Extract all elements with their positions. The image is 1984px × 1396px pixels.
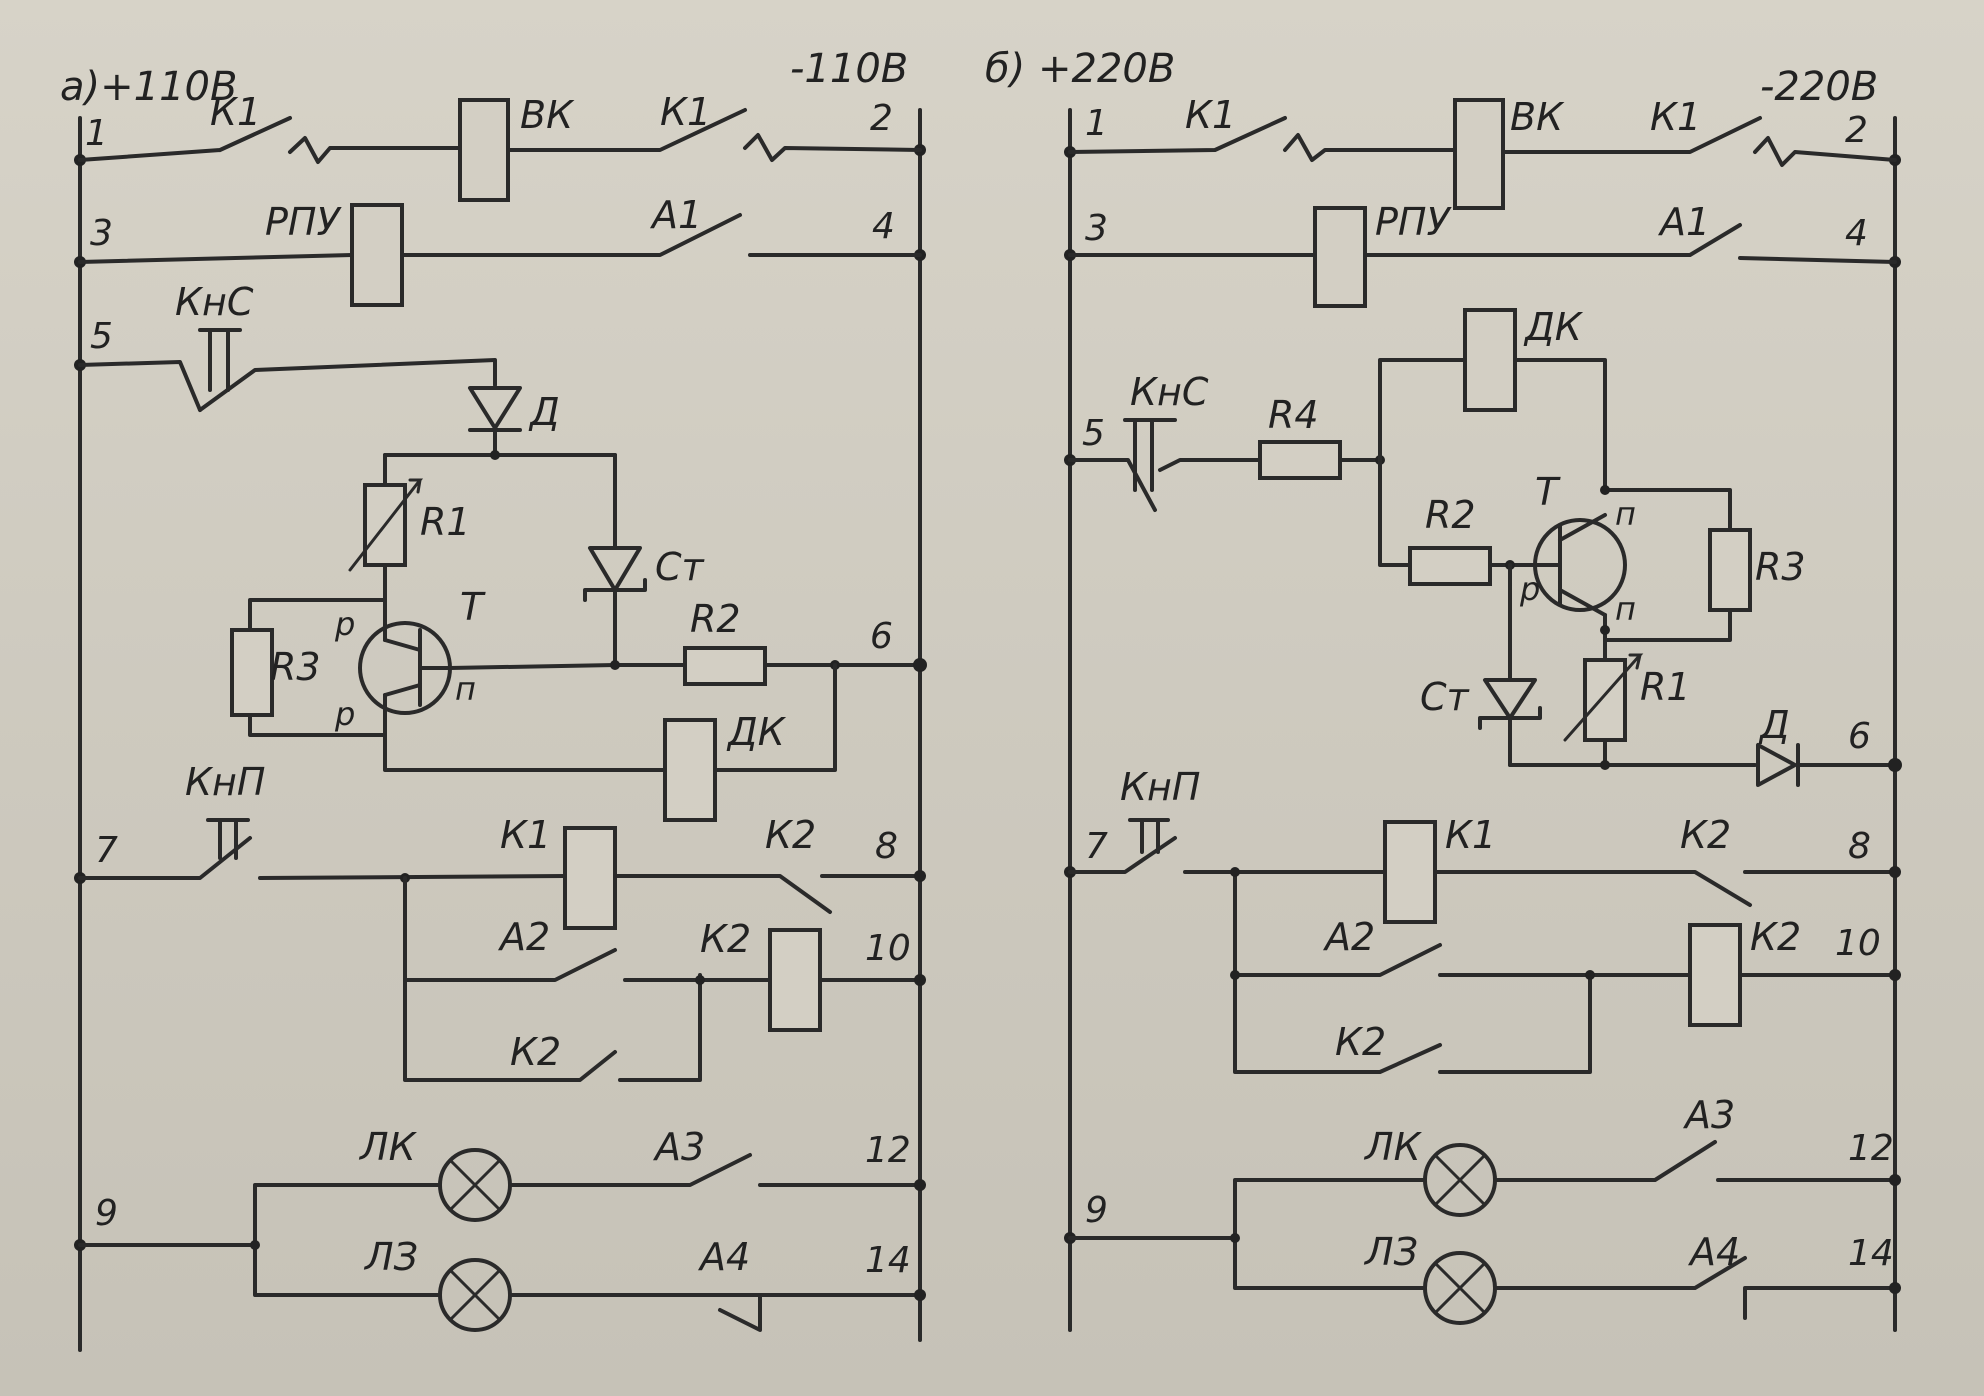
- label: R3: [270, 645, 321, 689]
- node-number: 6: [870, 616, 893, 657]
- panel-a-row-7: КнП 7 К1 К2 8 А2 К2 К2 10: [74, 760, 926, 1082]
- node-number: 4: [1845, 213, 1868, 254]
- label: А1: [1657, 200, 1710, 244]
- node-number: 1: [85, 113, 108, 154]
- node-number: 6: [1848, 716, 1871, 757]
- label: РПУ: [265, 200, 342, 244]
- label: К1: [500, 813, 551, 857]
- label: R1: [1640, 665, 1691, 709]
- label: КнП: [185, 760, 265, 804]
- label: К1: [1650, 95, 1701, 139]
- panel-a-title: а)+110В: [60, 64, 237, 110]
- panel-b: б) +220В -220В К1 ВК К1 1 2 РПУ А1 3: [985, 46, 1902, 1332]
- label: ВК: [520, 93, 575, 137]
- node-number: 10: [1835, 923, 1881, 964]
- label: р: [334, 605, 355, 643]
- panel-a-row-9-lamps: ЛК А3 ЛЗ А4 9 12 14: [74, 1125, 926, 1332]
- node-number: 7: [1085, 826, 1108, 867]
- label: Д: [528, 390, 560, 434]
- panel-a-row-1: К1 ВК К1 1 2: [74, 90, 926, 202]
- label: А2: [1322, 915, 1375, 959]
- label: п: [1615, 495, 1636, 533]
- label: п: [455, 670, 476, 708]
- panel-a-row-5-regulator: КнС 5 Д R1 Ст Т р р п: [74, 280, 927, 822]
- label: п: [1615, 590, 1636, 628]
- node-number: 8: [1848, 826, 1871, 867]
- label: А3: [652, 1125, 705, 1169]
- label: р: [1519, 570, 1540, 608]
- label: ДК: [726, 710, 787, 754]
- panel-b-title: б) +220В: [985, 46, 1175, 92]
- node-number: 3: [1085, 208, 1108, 249]
- label: Т: [460, 585, 486, 629]
- label: ЛК: [1363, 1125, 1423, 1169]
- label: К1: [210, 90, 261, 134]
- label: К2: [1335, 1020, 1386, 1064]
- label: Ст: [655, 545, 706, 589]
- label: ЛК: [358, 1125, 418, 1169]
- label: R1: [420, 500, 471, 544]
- label: Ст: [1420, 675, 1471, 719]
- label: Д: [1758, 703, 1790, 747]
- label: А1: [649, 193, 702, 237]
- node-number: 2: [870, 98, 893, 139]
- node-number: 14: [865, 1240, 911, 1281]
- label: R2: [690, 597, 741, 641]
- label: R2: [1425, 493, 1476, 537]
- label: А3: [1682, 1093, 1735, 1137]
- label: К2: [765, 813, 816, 857]
- panel-b-row-9-lamps: ЛК А3 ЛЗ А4 9 12 14: [1064, 1093, 1901, 1325]
- label: КнС: [1130, 370, 1209, 414]
- label: К2: [1680, 813, 1731, 857]
- label: КнС: [175, 280, 254, 324]
- panel-b-row-5-regulator: КнС 5 R4 ДК R2 Т п п р: [1064, 305, 1902, 787]
- label: РПУ: [1375, 200, 1452, 244]
- node-number: 1: [1085, 103, 1108, 144]
- panel-a-negative-label: -110В: [790, 46, 908, 92]
- label: R4: [1268, 393, 1319, 437]
- node-number: 8: [875, 826, 898, 867]
- panel-b-negative-label: -220В: [1760, 64, 1878, 110]
- node-number: 12: [1848, 1128, 1894, 1169]
- label: К2: [700, 917, 751, 961]
- panel-b-row-7: КнП 7 К1 К2 8 А2 К2 К2 10: [1064, 765, 1901, 1074]
- label: ЛЗ: [363, 1235, 418, 1279]
- label: К1: [1185, 93, 1236, 137]
- label: R3: [1755, 545, 1806, 589]
- node-number: 9: [95, 1193, 118, 1234]
- panel-b-row-3: РПУ А1 3 4: [1064, 200, 1901, 308]
- label: К2: [1750, 915, 1801, 959]
- label: К2: [510, 1030, 561, 1074]
- label: А2: [497, 915, 550, 959]
- label: А4: [697, 1235, 750, 1279]
- node-number: 2: [1845, 110, 1868, 151]
- node-number: 9: [1085, 1190, 1108, 1231]
- node-number: 10: [865, 928, 911, 969]
- node-number: 12: [865, 1130, 911, 1171]
- label: р: [334, 695, 355, 733]
- label: ДК: [1523, 305, 1584, 349]
- node-number: 14: [1848, 1233, 1894, 1274]
- node-number: 4: [872, 206, 895, 247]
- label: Т: [1535, 470, 1561, 514]
- label: А4: [1687, 1230, 1740, 1274]
- node-number: 7: [95, 830, 118, 871]
- label: ЛЗ: [1363, 1230, 1418, 1274]
- panel-a-row-3: РПУ А1 3 4: [74, 193, 926, 307]
- label: КнП: [1120, 765, 1200, 809]
- panel-a: а)+110В -110В К1 ВК К1 1 2 РПУ А1 3: [60, 46, 927, 1352]
- label: К1: [1445, 813, 1496, 857]
- label: ВК: [1510, 95, 1565, 139]
- node-number: 5: [1082, 413, 1105, 454]
- node-number: 3: [90, 213, 113, 254]
- label: К1: [660, 90, 711, 134]
- panel-b-row-1: К1 ВК К1 1 2: [1064, 93, 1901, 210]
- node-number: 5: [90, 316, 113, 357]
